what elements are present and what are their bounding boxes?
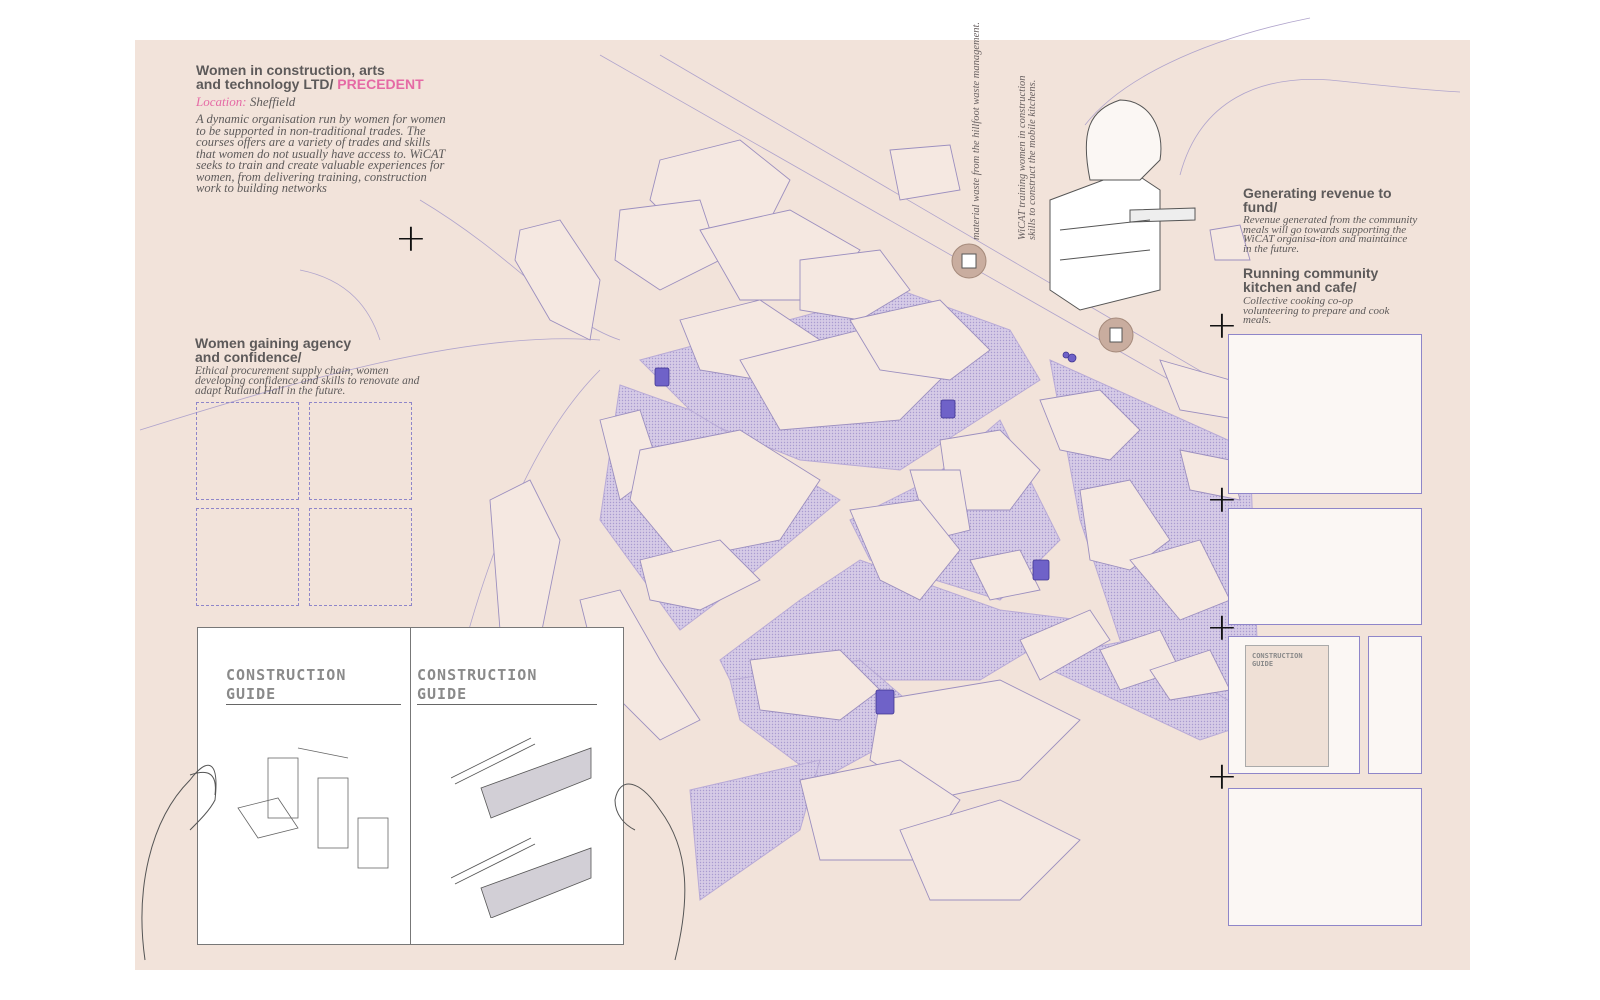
sheet-materials-drawing (451, 737, 592, 918)
precedent-title-line2: and technology LTD/ (196, 76, 338, 92)
book-right-title: CONSTRUCTION GUIDE (417, 666, 597, 705)
agency-title-line1: Women gaining agency (195, 335, 352, 351)
kitchen-text: Collective cooking co-op volunteering to… (1243, 295, 1390, 326)
image-fixings (1368, 636, 1422, 774)
precedent-title-line1: Women in construction, arts (196, 62, 385, 78)
revenue-title: Generating revenue to fund/ (1243, 186, 1392, 214)
image-woman-carrying (309, 508, 412, 606)
image-circular-saw (1228, 788, 1422, 926)
hands-holding-book (141, 764, 686, 961)
book-left-title: CONSTRUCTION GUIDE (226, 666, 401, 705)
precedent-accent: PRECEDENT (337, 76, 424, 92)
agency-text: Ethical procurement supply chain, women … (195, 365, 420, 397)
plus-icon: + (395, 216, 427, 260)
kitchen-cart-illustration (1049, 99, 1196, 311)
kitchen-title-line1: Running community (1243, 265, 1379, 281)
small-guide: CONSTRUCTION GUIDE (1245, 645, 1329, 767)
location: Location: Sheffield (196, 94, 296, 109)
revenue-text: Revenue generated from the community mea… (1243, 214, 1418, 255)
location-value: Sheffield (249, 94, 296, 109)
image-timber-stack (309, 402, 412, 500)
revenue-title-line2: fund/ (1243, 199, 1278, 215)
buildings (489, 139, 1251, 901)
image-tools (1228, 508, 1422, 625)
book-left-page: CONSTRUCTION GUIDE (197, 627, 411, 945)
kitchen-title: Running community kitchen and cafe/ (1243, 266, 1378, 294)
book-right-page: CONSTRUCTION GUIDE (410, 627, 624, 945)
image-woman-working (196, 402, 299, 500)
location-label: Location: (196, 94, 247, 109)
image-community-meal (1228, 334, 1422, 494)
revenue-title-line1: Generating revenue to (1243, 185, 1392, 201)
image-sheet-material (196, 508, 299, 606)
waste-annotation: material waste from the hillfoot waste m… (971, 21, 982, 240)
precedent-title: Women in construction, arts and technolo… (196, 63, 424, 91)
circle-icons (951, 243, 1134, 353)
training-annotation: WiCAT training women in construction ski… (1017, 75, 1038, 240)
exploded-cart-drawing (237, 747, 389, 869)
small-guide-title: CONSTRUCTION GUIDE (1252, 652, 1303, 668)
agency-title-line2: and confidence/ (195, 349, 302, 365)
agency-title: Women gaining agency and confidence/ (195, 336, 351, 364)
image-guide-reading: CONSTRUCTION GUIDE (1228, 636, 1360, 774)
mobile-kitchen-markers (654, 351, 1077, 715)
kitchen-title-line2: kitchen and cafe/ (1243, 279, 1357, 295)
precedent-description: A dynamic organisation run by women for … (196, 112, 446, 195)
